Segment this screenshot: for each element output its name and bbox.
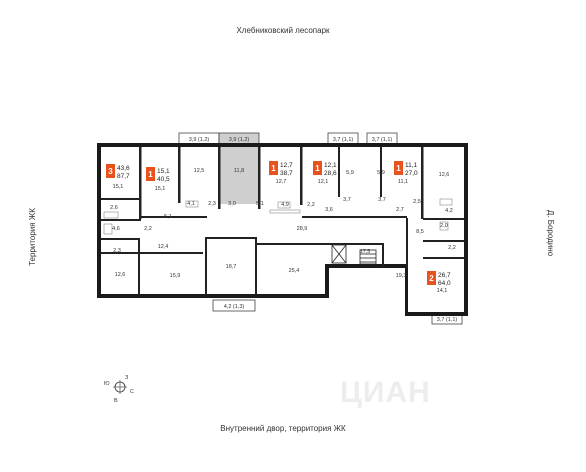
living-area: 12,1 <box>324 162 337 169</box>
room-area: 14,1 <box>437 288 448 294</box>
outer-walls <box>97 143 468 316</box>
room-area: 4,1 <box>187 201 195 207</box>
rooms-badge <box>106 164 115 178</box>
room-area: 5,1 <box>164 214 172 220</box>
apartment-badge[interactable]: 1 12,1 28,6 <box>313 161 337 177</box>
rooms-badge <box>427 271 436 285</box>
room-area: 12,6 <box>439 172 450 178</box>
watermark: ЦИАН <box>340 376 431 409</box>
apartment-badge[interactable]: 2 26,7 64,0 <box>427 271 451 287</box>
room-area: 5,9 <box>346 170 354 176</box>
living-area: 26,7 <box>438 272 451 279</box>
compass-right-label: С <box>130 389 134 395</box>
room-area: 3,6 <box>325 207 333 213</box>
room-area: 12,7 <box>276 179 287 185</box>
edge-label-bottom: Внутренний двор, территория ЖК <box>220 424 346 433</box>
rooms-badge <box>313 161 322 175</box>
compass-left-label: Ю <box>104 381 110 387</box>
room-area-labels: 15,1 2,6 4,6 2,2 2,3 12,6 12,4 15,1 5,1 … <box>110 168 456 294</box>
room-area: 15,1 <box>155 186 166 192</box>
total-area: 64,0 <box>438 280 451 287</box>
apartment-badge[interactable]: 1 15,1 40,5 <box>146 167 170 183</box>
rooms-count: 1 <box>396 164 401 173</box>
room-area: 11,8 <box>234 168 244 174</box>
balcony-label: 3,9 (1,2) <box>229 137 250 143</box>
room-area: 8,5 <box>416 229 424 235</box>
room-area: 11,1 <box>398 179 408 185</box>
room-area: 2,2 <box>307 202 315 208</box>
compass: З Ю С В <box>104 375 134 404</box>
highlighted-apartment[interactable] <box>219 144 259 204</box>
room-area: 5,1 <box>256 201 264 207</box>
balcony-label: 3,7 (1,1) <box>437 317 458 323</box>
room-area: 2,3 <box>208 201 216 207</box>
room-area: 5,9 <box>377 170 385 176</box>
balcony-label: 3,9 (1,2) <box>189 137 210 143</box>
rooms-count: 1 <box>315 164 320 173</box>
fixtures <box>103 198 453 235</box>
room-area: 12,1 <box>318 179 329 185</box>
stairwell <box>331 244 377 265</box>
room-area: 15,9 <box>170 273 181 279</box>
room-area: 28,9 <box>297 226 308 232</box>
room-area: 25,4 <box>289 268 300 274</box>
rooms-badge <box>146 167 155 181</box>
interior-walls <box>101 147 464 295</box>
edge-label-right: Д. Бородино <box>546 210 555 257</box>
apartment-badge[interactable]: 1 12,7 38,7 <box>269 161 293 177</box>
room-area: 2,2 <box>448 245 456 251</box>
rooms-badge <box>269 161 278 175</box>
balcony-label: 4,2 (1,3) <box>224 304 245 310</box>
room-area: 3,0 <box>228 201 236 207</box>
room-area: 12,6 <box>115 272 126 278</box>
total-area: 28,6 <box>324 170 337 177</box>
total-area: 38,7 <box>280 170 293 177</box>
living-area: 12,7 <box>280 162 293 169</box>
room-area: 3,7 <box>343 197 351 203</box>
compass-top-label: З <box>125 375 129 381</box>
room-area: 4,9 <box>281 202 289 208</box>
edge-label-top: Хлебниковский лесопарк <box>236 26 330 35</box>
rooms-count: 2 <box>429 274 434 283</box>
edge-label-left: Территория ЖК <box>28 208 37 266</box>
total-area: 87,7 <box>117 173 130 180</box>
room-area: 4,2 <box>445 208 453 214</box>
total-area: 27,0 <box>405 170 418 177</box>
room-area: 15,1 <box>113 184 124 190</box>
room-area: 2,5 <box>413 199 421 205</box>
room-area: 2,0 <box>440 223 448 229</box>
living-area: 11,1 <box>405 162 418 169</box>
room-area: 18,7 <box>226 264 237 270</box>
apartment-badge[interactable]: 3 43,6 87,7 <box>106 164 130 180</box>
room-area: 4,6 <box>112 226 120 232</box>
room-area: 3,7 <box>378 197 386 203</box>
room-area: 19,3 <box>396 273 407 279</box>
room-area: 17,5 <box>360 249 371 255</box>
compass-bottom-label: В <box>114 398 118 404</box>
balcony-label: 3,7 (1,1) <box>372 137 393 143</box>
room-area: 2,2 <box>144 226 152 232</box>
total-area: 40,5 <box>157 176 170 183</box>
balcony-label: 3,7 (1,1) <box>333 137 354 143</box>
room-area: 2,3 <box>113 248 121 254</box>
room-area: 2,6 <box>110 205 118 211</box>
highlighted-balcony <box>219 133 259 144</box>
apartment-badge[interactable]: 1 11,1 27,0 <box>394 161 418 177</box>
room-area: 12,5 <box>194 168 205 174</box>
living-area: 43,6 <box>117 165 130 172</box>
room-area: 12,4 <box>158 244 169 250</box>
rooms-badge <box>394 161 403 175</box>
rooms-count: 3 <box>108 167 113 176</box>
rooms-count: 1 <box>148 170 153 179</box>
rooms-count: 1 <box>271 164 276 173</box>
room-area: 2,7 <box>396 207 404 213</box>
living-area: 15,1 <box>157 168 170 175</box>
